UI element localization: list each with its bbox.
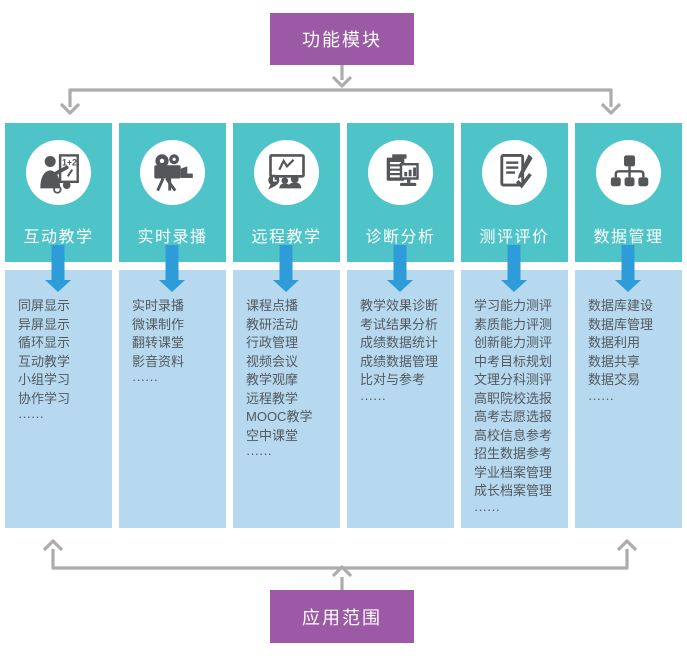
- list-item: 中考目标规划: [474, 353, 553, 369]
- down-arrow-connector: [273, 245, 299, 292]
- list-item: 比对与参考: [360, 372, 426, 387]
- module-header: 1+2 互动教学: [5, 123, 112, 262]
- module-column-diagnosis-analysis: 诊断分析 教学效果诊断考试结果分析成绩数据统计成绩数据管理比对与参考 ······: [347, 123, 454, 528]
- list-item: ······: [18, 409, 44, 424]
- module-column-interactive-teaching: 1+2 互动教学 同屏显示异屏显示循环显示互动教学小组学习协作学习······: [5, 123, 112, 528]
- svg-text:1+2: 1+2: [61, 157, 76, 167]
- module-item-list: 课程点播教研活动行政管理视频会议教学观摩远程教学 MOOC教学空中课堂 ······: [233, 270, 340, 528]
- list-item: 远程教学: [246, 390, 299, 406]
- list-item: 空中课堂: [246, 427, 299, 443]
- module-header: 远程教学: [233, 123, 340, 262]
- list-item: 影音资料: [132, 353, 185, 369]
- down-arrow-connector: [501, 245, 527, 292]
- data-hierarchy-icon: [610, 154, 648, 186]
- module-item-list: 数据库建设数据库管理数据利用数据共享数据交易 ······: [575, 270, 682, 528]
- module-column-live-recording: 实时录播 实时录播微课制作翻转课堂影音资料 ······: [119, 123, 226, 528]
- list-item: ······: [246, 446, 272, 461]
- list-item: 创新能力测评: [474, 335, 553, 350]
- bottom-label-application-scope: 应用范围: [270, 590, 414, 643]
- top-label-function-modules: 功能模块: [270, 13, 414, 65]
- module-title: 远程教学: [251, 229, 322, 246]
- list-item: 成绩数据管理: [360, 353, 439, 369]
- module-item-list: 教学效果诊断考试结果分析成绩数据统计成绩数据管理比对与参考 ······: [347, 270, 454, 528]
- icon-circle: 1+2: [26, 140, 91, 205]
- down-arrow-connector: [45, 245, 71, 292]
- module-title: 诊断分析: [365, 229, 436, 246]
- list-item: ······: [474, 501, 500, 517]
- list-item: 素质能力评测: [474, 316, 553, 332]
- list-item: 行政管理: [246, 335, 299, 350]
- list-item: 教研活动: [246, 316, 299, 332]
- list-item: 协作学习: [18, 390, 71, 406]
- list-item: 成长档案管理: [474, 483, 553, 498]
- list-item: 文理分科测评: [474, 372, 553, 387]
- icon-circle: [140, 140, 205, 205]
- module-header: 实时录播: [119, 123, 226, 262]
- module-item-list: 实时录播微课制作翻转课堂影音资料 ······: [119, 270, 226, 528]
- icon-circle: [596, 140, 661, 205]
- list-item: 视频会议: [246, 353, 299, 369]
- module-header: 测评评价: [461, 123, 568, 262]
- list-item: 教学观摩: [246, 372, 299, 387]
- list-item: ······: [588, 390, 614, 406]
- list-item: 实时录播: [132, 298, 185, 313]
- icon-circle: [254, 140, 319, 205]
- list-item: 循环显示: [18, 335, 71, 350]
- list-item: ······: [360, 390, 386, 406]
- list-item: 成绩数据统计: [360, 335, 439, 350]
- list-item: 数据共享: [588, 353, 641, 369]
- module-item-list: 学习能力测评素质能力评测创新能力测评中考目标规划文理分科测评高职院校选报高考志愿…: [461, 270, 568, 528]
- module-header: 数据管理: [575, 123, 682, 262]
- list-item: 翻转课堂: [132, 335, 185, 350]
- down-arrow-connector: [387, 245, 413, 292]
- list-item: 数据库管理: [588, 316, 654, 332]
- list-item: 考试结果分析: [360, 316, 439, 332]
- module-header: 诊断分析: [347, 123, 454, 262]
- module-title: 测评评价: [479, 229, 550, 246]
- list-item: 数据利用: [588, 335, 641, 350]
- module-title: 互动教学: [23, 229, 94, 246]
- list-item: 高职院校选报: [474, 390, 553, 406]
- list-item: 学习能力测评: [474, 298, 553, 313]
- diagnosis-chart-icon: [386, 153, 419, 186]
- list-item: 课程点播: [246, 298, 299, 313]
- list-item: 高考志愿选报: [474, 409, 553, 424]
- module-column-assessment-evaluation: 测评评价 学习能力测评素质能力评测创新能力测评中考目标规划文理分科测评高职院校选…: [461, 123, 568, 528]
- down-arrow-connector: [159, 245, 185, 292]
- list-item: MOOC教学: [246, 409, 313, 424]
- module-title: 数据管理: [593, 229, 664, 246]
- list-item: 小组学习: [18, 372, 71, 387]
- down-arrow-connector: [615, 245, 641, 292]
- list-item: 异屏显示: [18, 316, 71, 332]
- video-camera-icon: [153, 153, 193, 191]
- list-item: 同屏显示: [18, 298, 71, 313]
- list-item: 数据库建设: [588, 298, 654, 313]
- icon-circle: [482, 140, 547, 205]
- remote-teaching-icon: [267, 153, 305, 189]
- module-column-data-management: 数据管理 数据库建设数据库管理数据利用数据共享数据交易 ······: [575, 123, 682, 528]
- list-item: ······: [132, 372, 158, 387]
- list-item: 招生数据参考: [474, 446, 553, 461]
- list-item: 高校信息参考: [474, 427, 553, 443]
- list-item: 数据交易: [588, 372, 641, 387]
- module-item-list: 同屏显示异屏显示循环显示互动教学小组学习协作学习 ······: [5, 270, 112, 528]
- list-item: 互动教学: [18, 353, 71, 369]
- module-title: 实时录播: [137, 229, 208, 246]
- teacher-blackboard-icon: 1+2: [39, 153, 79, 194]
- evaluation-checklist-icon: [499, 153, 533, 188]
- list-item: 教学效果诊断: [360, 298, 439, 313]
- list-item: 微课制作: [132, 316, 185, 332]
- icon-circle: [368, 140, 433, 205]
- list-item: 学业档案管理: [474, 464, 553, 480]
